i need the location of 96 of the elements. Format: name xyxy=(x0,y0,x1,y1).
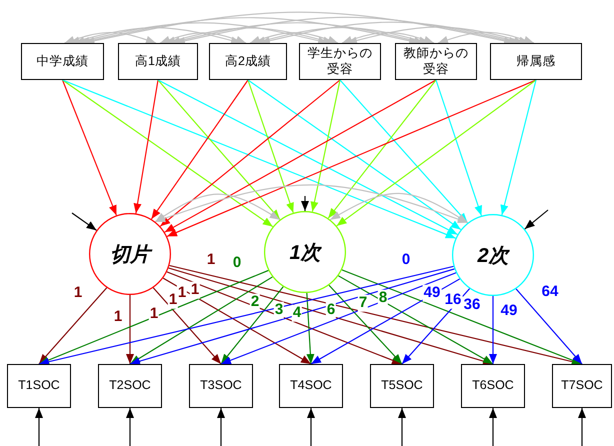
edge-label: 49 xyxy=(422,284,442,302)
covariance-arrow xyxy=(250,32,338,44)
path-arrow xyxy=(38,270,269,364)
error-arrow xyxy=(126,408,134,446)
path-arrow xyxy=(489,296,497,364)
variable-label: T7SOC xyxy=(561,378,603,394)
error-arrow xyxy=(307,408,315,446)
variable-label: 教師からの受容 xyxy=(402,46,470,78)
edge-label: 3 xyxy=(274,302,284,318)
path-arrow xyxy=(130,276,273,364)
path-arrow xyxy=(306,292,314,364)
covariance-arrow xyxy=(64,32,156,44)
edge-label: 16 xyxy=(444,292,462,308)
path-arrow xyxy=(62,79,456,239)
variable-label: 学生からの受容 xyxy=(306,46,374,78)
covariance-arrow xyxy=(154,194,280,222)
path-arrow xyxy=(328,80,436,219)
error-arrow xyxy=(301,196,309,211)
path-arrow xyxy=(247,80,294,213)
path-arrow xyxy=(166,271,402,365)
covariance-arrow xyxy=(160,32,246,44)
path-arrow xyxy=(62,80,274,228)
observed-variable-box xyxy=(461,364,525,408)
covariance-arrow xyxy=(342,32,434,44)
path-arrow xyxy=(435,80,482,216)
path-arrow xyxy=(220,272,456,365)
edge-label: 1 xyxy=(168,292,178,308)
observed-variable-box xyxy=(490,43,582,80)
variable-label: T1SOC xyxy=(18,378,60,394)
covariance-arrow xyxy=(330,192,468,224)
path-arrow xyxy=(126,295,134,364)
error-arrow xyxy=(578,408,586,446)
path-arrow xyxy=(310,278,460,364)
observed-variable-box xyxy=(7,364,71,408)
path-arrow xyxy=(342,269,582,365)
path-arrow xyxy=(220,286,284,364)
observed-variable-box xyxy=(552,364,612,408)
edge-label: 1 xyxy=(190,282,200,298)
path-arrow xyxy=(62,80,117,216)
path-arrow xyxy=(38,266,454,366)
path-arrow xyxy=(336,80,536,226)
error-arrow xyxy=(35,408,43,446)
path-arrow xyxy=(166,80,536,237)
observed-variable-box xyxy=(299,43,381,80)
covariance-arrow xyxy=(438,32,534,44)
variable-label: 帰属感 xyxy=(516,54,556,70)
path-arrow xyxy=(402,288,470,364)
error-arrow xyxy=(217,408,225,446)
variable-label: 高2成績 xyxy=(225,54,271,70)
observed-variable-box xyxy=(209,43,287,80)
observed-variable-box xyxy=(118,43,198,80)
observed-variable-box xyxy=(279,364,343,408)
edge-label: 8 xyxy=(378,290,388,306)
error-arrow xyxy=(524,210,548,230)
path-arrow xyxy=(160,80,340,227)
edge-label: 2 xyxy=(250,294,260,310)
observed-variable-box xyxy=(21,43,104,80)
covariance-arrow xyxy=(155,184,468,224)
path-arrow xyxy=(248,80,462,230)
observed-variable-box xyxy=(395,43,477,80)
variable-label: T6SOC xyxy=(472,378,514,394)
path-arrow xyxy=(168,267,494,365)
edge-label: 6 xyxy=(326,302,336,318)
path-arrow xyxy=(134,80,159,214)
edge-label: 1 xyxy=(148,306,160,322)
factor-label: 切片 xyxy=(110,240,150,268)
latent-variable-circle xyxy=(264,211,346,293)
variable-label: T2SOC xyxy=(109,378,151,394)
edge-label: 7 xyxy=(358,294,368,312)
path-arrow xyxy=(158,80,280,220)
edge-label: 4 xyxy=(292,304,302,322)
variable-label: T5SOC xyxy=(381,378,423,394)
variable-label: 中学成績 xyxy=(36,54,88,70)
variable-label: T3SOC xyxy=(200,378,242,394)
path-arrow xyxy=(162,278,312,364)
path-arrow xyxy=(38,287,108,364)
path-arrow xyxy=(310,80,341,212)
variable-label: T4SOC xyxy=(290,378,332,394)
path-arrow xyxy=(130,268,455,366)
observed-variable-box xyxy=(98,364,162,408)
error-arrow xyxy=(489,408,497,446)
observed-variable-box xyxy=(370,364,434,408)
path-arrow xyxy=(500,80,537,216)
observed-variable-box xyxy=(189,364,253,408)
error-arrow xyxy=(398,408,406,446)
path-arrow xyxy=(328,284,402,364)
path-arrow xyxy=(340,80,468,224)
path-arrow xyxy=(152,287,222,364)
path-arrow xyxy=(516,288,582,364)
latent-variable-circle xyxy=(89,213,171,295)
error-arrow xyxy=(72,212,97,231)
variable-label: 高1成績 xyxy=(135,54,181,70)
path-arrow xyxy=(338,275,494,364)
factor-label: 1次 xyxy=(289,240,321,266)
path-arrow xyxy=(150,80,248,220)
factor-label: 2次 xyxy=(477,244,509,268)
